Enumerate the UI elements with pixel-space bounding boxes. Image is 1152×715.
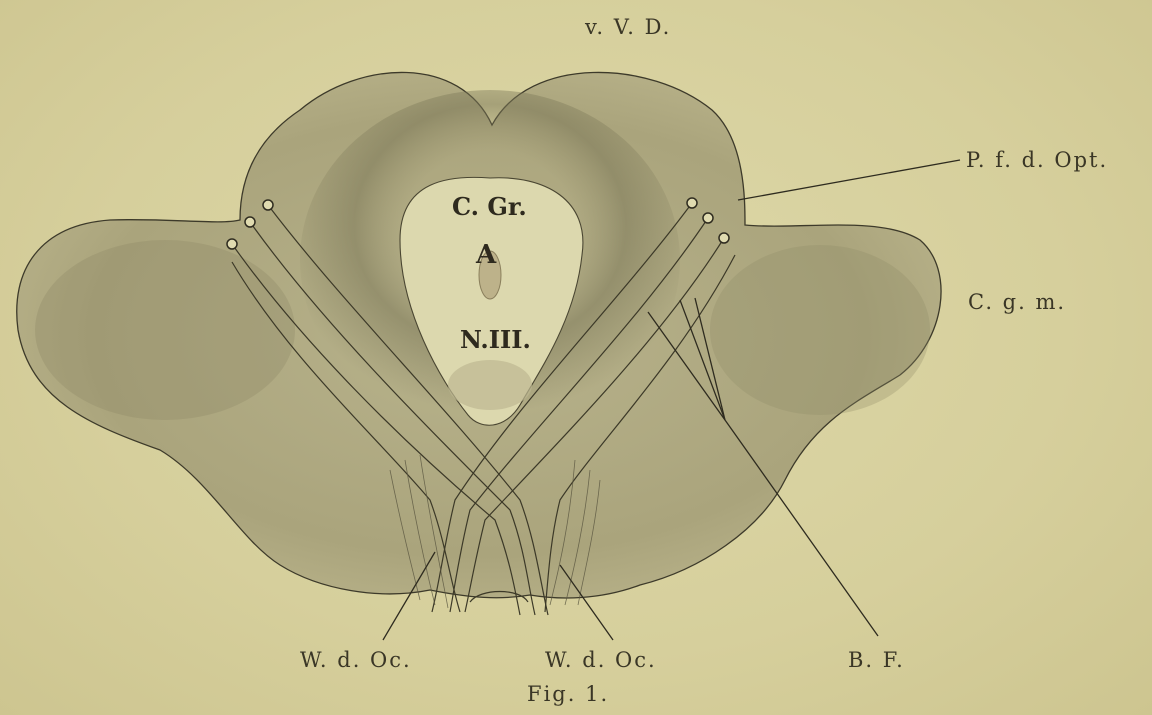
label-b-f: B. F. xyxy=(848,648,905,672)
label-w-d-oc-center: W. d. Oc. xyxy=(545,648,657,672)
label-v-v-d: v. V. D. xyxy=(585,15,671,39)
leader-pfd-opt xyxy=(738,160,960,200)
label-c-gr: C. Gr. xyxy=(452,192,527,221)
figure-caption: Fig. 1. xyxy=(527,682,609,706)
label-n-iii: N.III. xyxy=(460,325,531,354)
label-c-g-m: C. g. m. xyxy=(968,290,1066,314)
left-lobe-shading xyxy=(35,240,295,420)
right-lobe-shading xyxy=(710,245,930,415)
label-p-f-d-opt: P. f. d. Opt. xyxy=(966,148,1108,172)
stippled-nucleus xyxy=(448,360,532,410)
label-w-d-oc-left: W. d. Oc. xyxy=(300,648,412,672)
label-a: A xyxy=(476,240,496,270)
